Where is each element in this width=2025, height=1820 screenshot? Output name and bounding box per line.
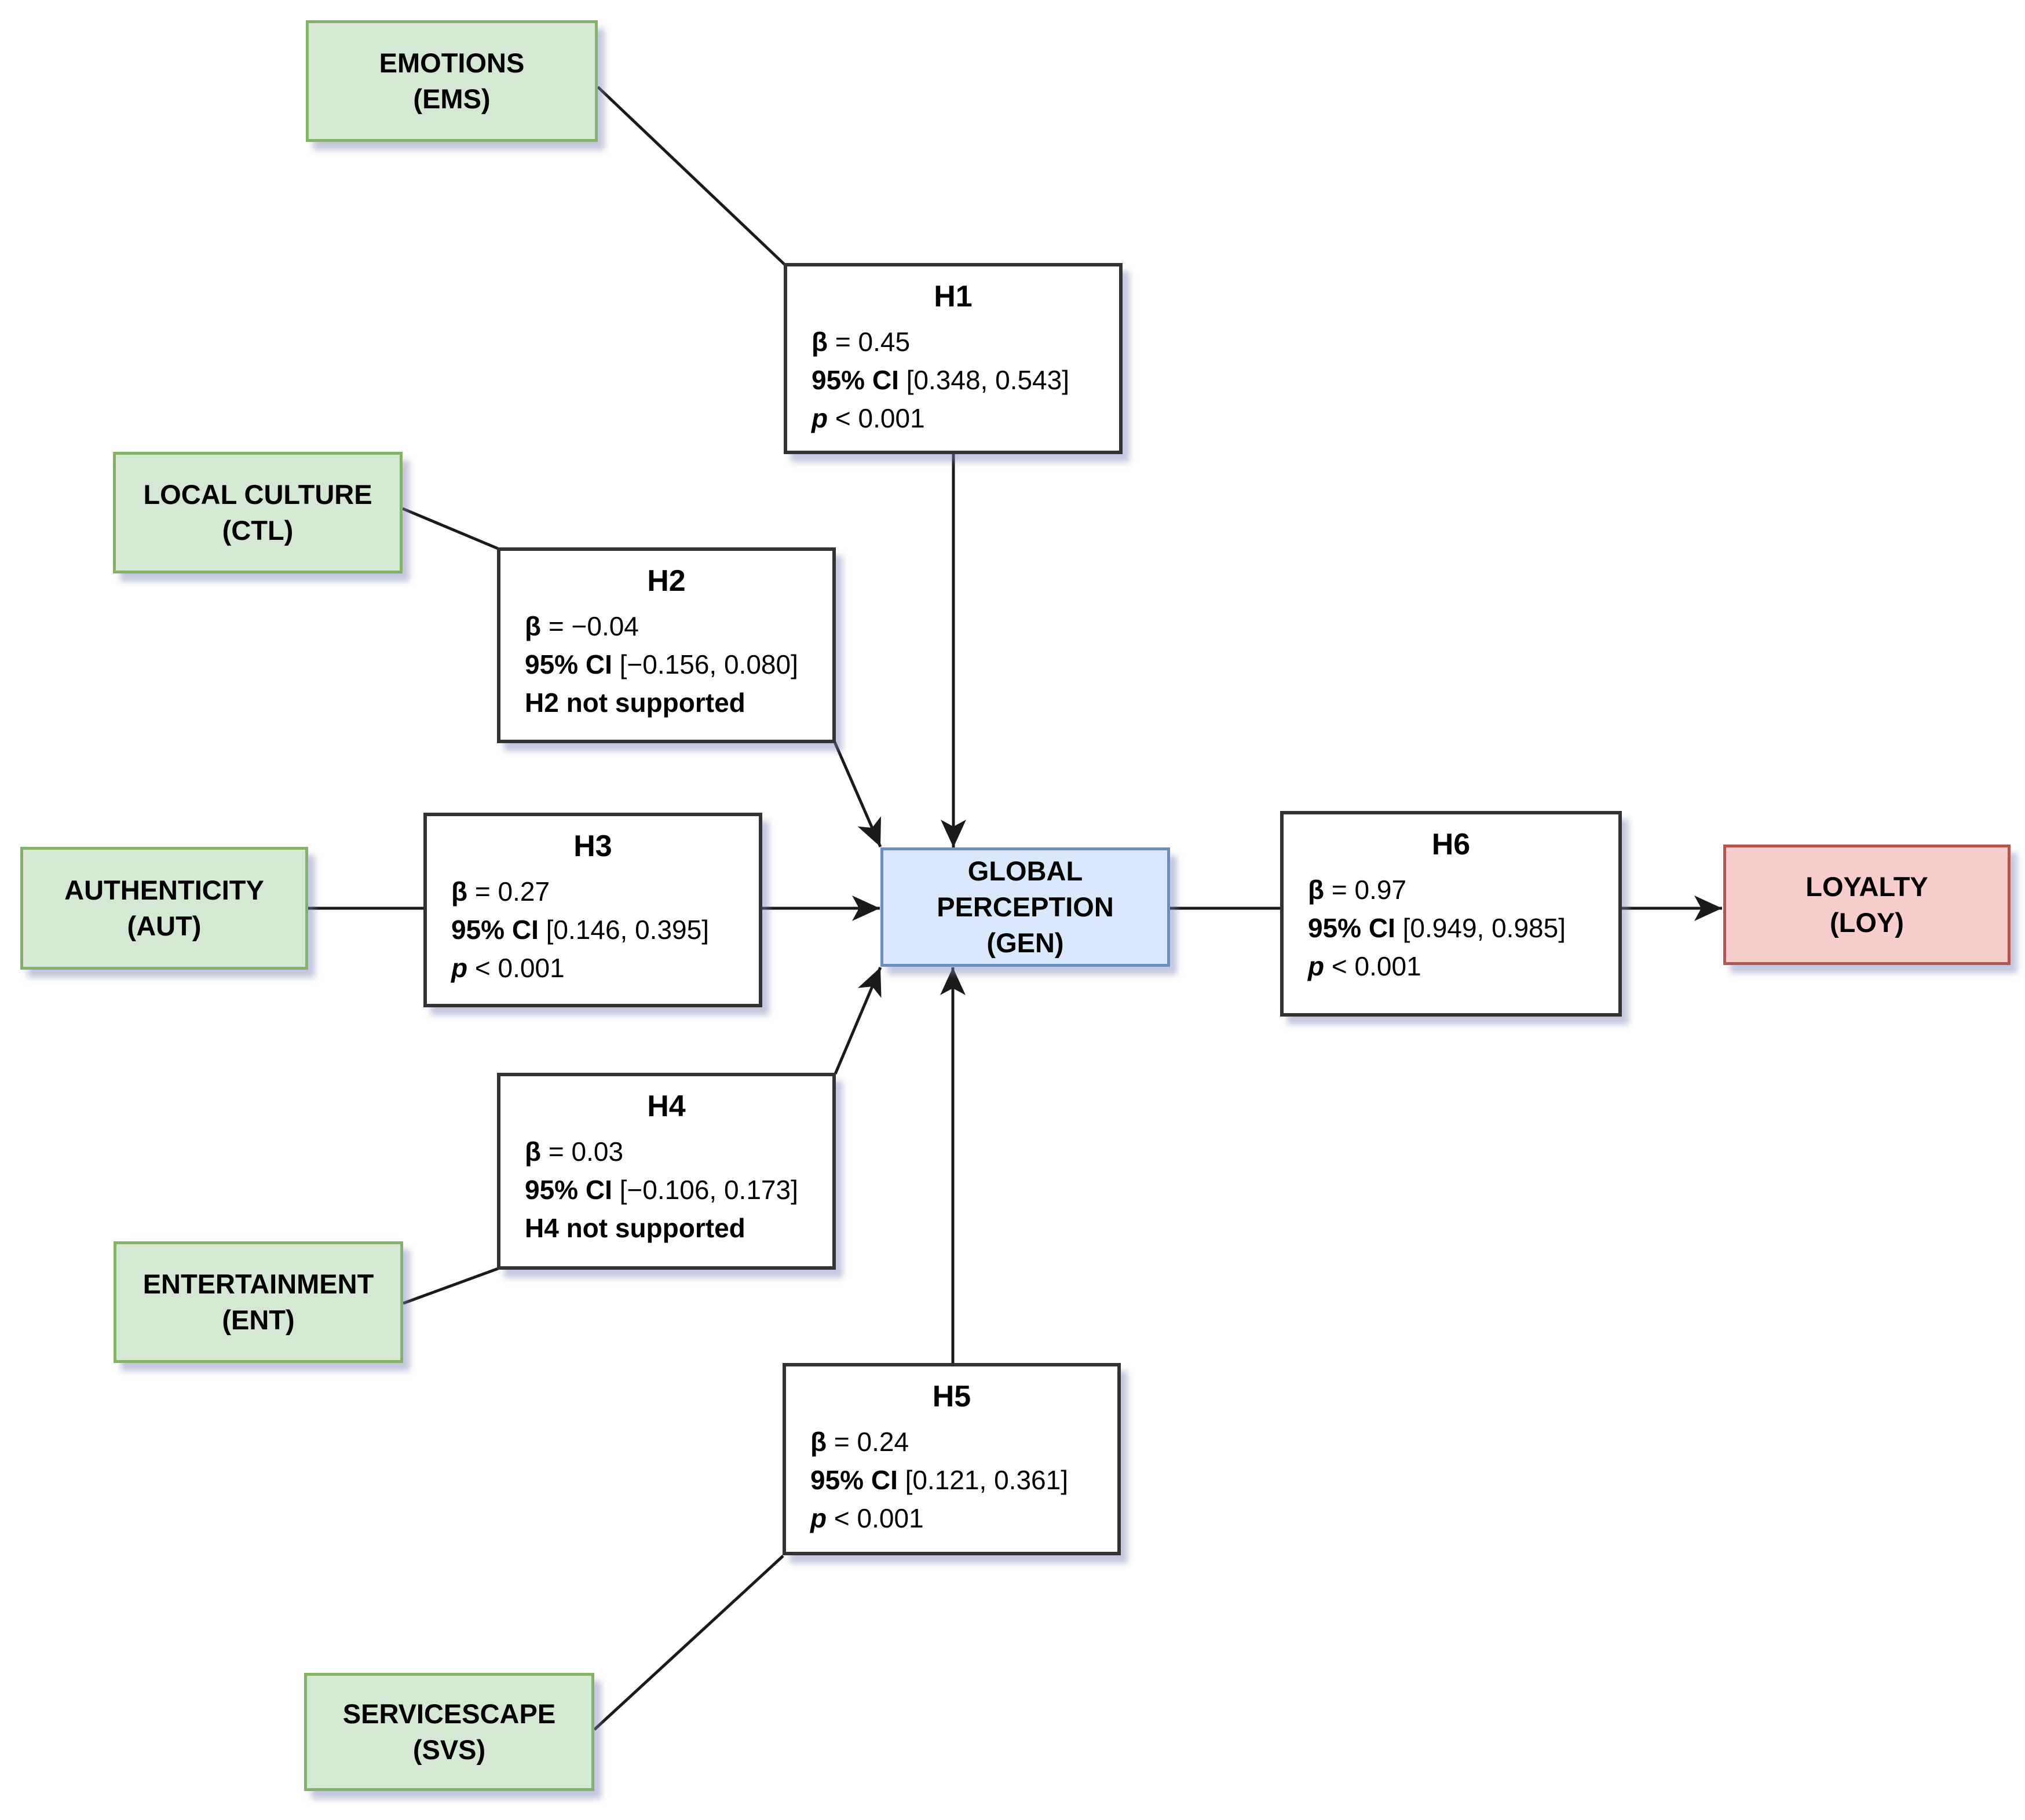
h5-ci: 95% CI [0.121, 0.361]: [810, 1465, 1068, 1496]
h2-beta: β = −0.04: [525, 611, 639, 641]
h3-beta: β = 0.27: [451, 876, 550, 907]
node-global-perception-label: GLOBAL PERCEPTION: [937, 855, 1114, 922]
node-entertainment-label: ENTERTAINMENT: [142, 1268, 374, 1299]
h6-title: H6: [1431, 828, 1471, 861]
h3-p: p < 0.001: [451, 953, 565, 984]
h6-beta: β = 0.97: [1308, 875, 1407, 905]
node-authenticity-label: AUTHENTICITY: [64, 874, 264, 905]
h3-title: H3: [573, 829, 612, 863]
hypothesis-h5-box: H5 β = 0.24 95% CI [0.121, 0.361] p < 0.…: [783, 1363, 1121, 1555]
h1-ci: 95% CI [0.348, 0.543]: [812, 365, 1069, 396]
node-global-perception: GLOBAL PERCEPTION (GEN): [880, 847, 1170, 967]
edge-h4-gen: [834, 967, 882, 1075]
edge-svs-h5: [593, 1555, 784, 1731]
node-authenticity-code: (AUT): [127, 911, 202, 941]
node-entertainment: ENTERTAINMENT (ENT): [114, 1241, 403, 1363]
h5-title: H5: [932, 1380, 971, 1413]
edge-ctl-h2: [402, 507, 500, 551]
hypothesis-h1-box: H1 β = 0.45 95% CI [0.348, 0.543] p < 0.…: [784, 263, 1123, 454]
node-local-culture-code: (CTL): [222, 515, 294, 546]
h2-note: H2 not supported: [525, 688, 745, 718]
h4-beta: β = 0.03: [525, 1136, 624, 1167]
h4-title: H4: [647, 1090, 686, 1123]
h2-title: H2: [647, 564, 686, 598]
node-emotions: EMOTIONS (EMS): [306, 20, 598, 142]
edge-h2-gen: [833, 741, 882, 848]
h3-ci: 95% CI [0.146, 0.395]: [451, 915, 709, 945]
h1-beta: β = 0.45: [812, 327, 911, 357]
h4-note: H4 not supported: [525, 1213, 745, 1244]
edge-ems-h1: [597, 86, 787, 266]
h5-beta: β = 0.24: [810, 1427, 909, 1457]
node-servicescape-code: (SVS): [412, 1734, 486, 1765]
hypothesis-h6-box: H6 β = 0.97 95% CI [0.949, 0.985] p < 0.…: [1280, 811, 1622, 1017]
node-global-perception-code: (GEN): [986, 927, 1064, 959]
h4-ci: 95% CI [−0.106, 0.173]: [525, 1175, 798, 1205]
node-entertainment-code: (ENT): [222, 1304, 295, 1335]
node-loyalty: LOYALTY (LOY): [1723, 845, 2011, 965]
node-servicescape: SERVICESCAPE (SVS): [304, 1673, 594, 1791]
hypothesis-h2-box: H2 β = −0.04 95% CI [−0.156, 0.080] H2 n…: [497, 547, 836, 743]
h1-p: p < 0.001: [812, 403, 925, 434]
node-emotions-code: (EMS): [413, 83, 491, 114]
hypothesis-h3-box: H3 β = 0.27 95% CI [0.146, 0.395] p < 0.…: [423, 813, 762, 1007]
node-local-culture-label: LOCAL CULTURE: [143, 478, 372, 510]
node-emotions-label: EMOTIONS: [379, 47, 525, 78]
h2-ci: 95% CI [−0.156, 0.080]: [525, 649, 798, 680]
h1-title: H1: [934, 280, 973, 313]
node-loyalty-code: (LOY): [1830, 907, 1904, 938]
h5-p: p < 0.001: [810, 1503, 924, 1534]
edge-ent-h4: [403, 1267, 499, 1305]
hypothesis-h4-box: H4 β = 0.03 95% CI [−0.106, 0.173] H4 no…: [497, 1073, 836, 1270]
node-authenticity: AUTHENTICITY (AUT): [20, 847, 308, 970]
h6-p: p < 0.001: [1308, 951, 1421, 982]
h6-ci: 95% CI [0.949, 0.985]: [1308, 913, 1566, 944]
node-servicescape-label: SERVICESCAPE: [342, 1698, 556, 1729]
node-loyalty-label: LOYALTY: [1805, 871, 1928, 902]
node-local-culture: LOCAL CULTURE (CTL): [113, 452, 403, 573]
